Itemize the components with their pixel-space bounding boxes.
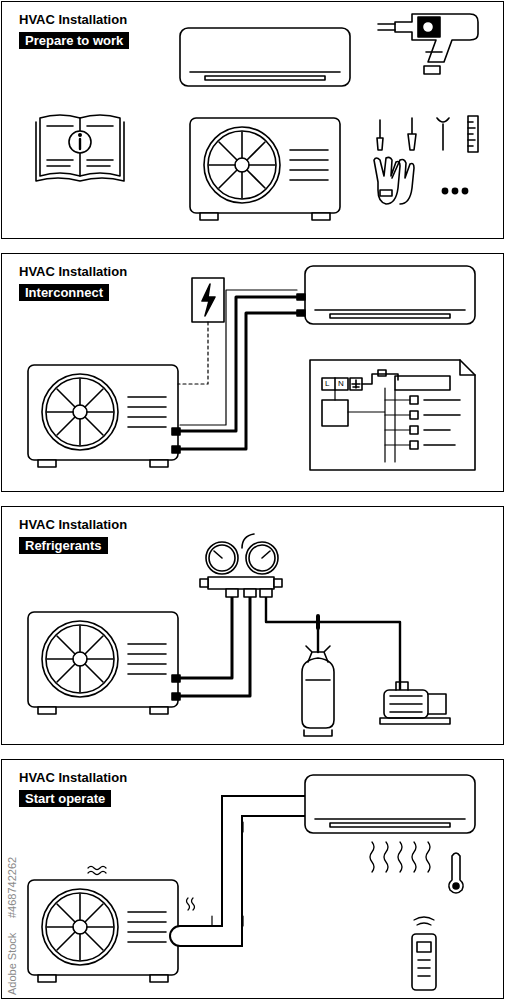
watermark: Adobe Stock: [6, 933, 18, 995]
step-label: Refrigerants: [19, 537, 108, 554]
step-panel: HVAC InstallationInterconnect: [1, 253, 504, 492]
step-panel: HVAC InstallationPrepare to work: [1, 1, 504, 239]
step-band: Interconnect: [19, 284, 109, 301]
panel-title: HVAC Installation: [19, 517, 127, 532]
step-panel: HVAC InstallationStart operate: [1, 759, 504, 999]
terminal-label: L: [325, 380, 329, 388]
step-band: Start operate: [19, 790, 111, 807]
step-label: Interconnect: [19, 284, 109, 301]
step-panel: HVAC InstallationRefrigerants: [1, 506, 504, 745]
step-band: Prepare to work: [19, 32, 129, 49]
step-band: Refrigerants: [19, 537, 108, 554]
step-label: Prepare to work: [19, 32, 129, 49]
panel-title: HVAC Installation: [19, 770, 127, 785]
terminal-label: N: [338, 380, 344, 388]
watermark: #468742262: [6, 857, 18, 918]
step-label: Start operate: [19, 790, 111, 807]
panel-title: HVAC Installation: [19, 264, 127, 279]
panel-title: HVAC Installation: [19, 12, 127, 27]
